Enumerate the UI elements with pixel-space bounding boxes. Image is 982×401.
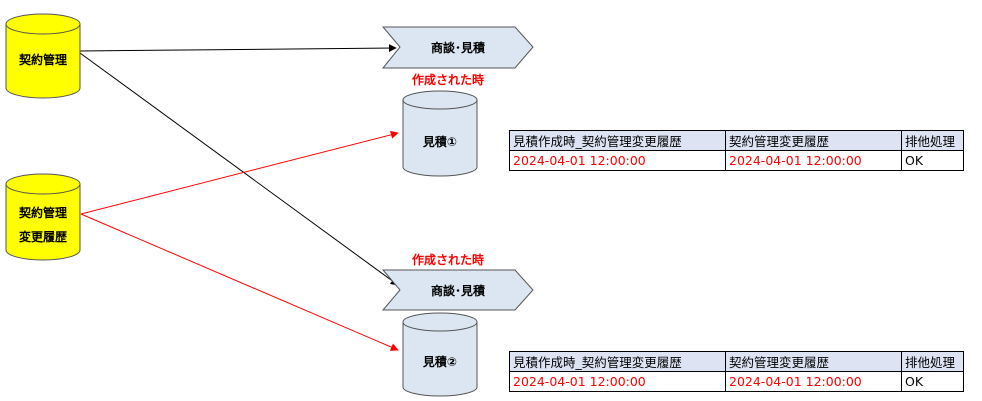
cell-estimate-history-time: 2024-04-01 12:00:00 <box>509 371 726 392</box>
table-row: 2024-04-01 12:00:00 2024-04-01 12:00:00 … <box>509 150 964 171</box>
cell-contract-history-time: 2024-04-01 12:00:00 <box>725 150 902 171</box>
cell-contract-history-time: 2024-04-01 12:00:00 <box>725 371 902 392</box>
arrow-contract-to-nego1 <box>79 44 397 53</box>
estimate-2-label: 見積② <box>422 354 457 369</box>
contract-history-cylinder: 契約管理 変更履歴 <box>5 173 81 261</box>
header-contract-history: 契約管理変更履歴 <box>725 351 902 372</box>
estimate-2-history-table: 見積作成時_契約管理変更履歴 契約管理変更履歴 排他処理 2024-04-01 … <box>509 351 964 392</box>
negotiation-process-2-label: 商談･見積 <box>431 283 486 298</box>
header-exclusive-control: 排他処理 <box>901 130 964 151</box>
created-annotation-2: 作成された時 <box>412 252 484 267</box>
estimate-1-label: 見積① <box>422 134 457 149</box>
contract-history-label-line1: 契約管理 <box>18 205 67 220</box>
cell-estimate-history-time: 2024-04-01 12:00:00 <box>509 150 726 171</box>
negotiation-process-1: 商談･見積 <box>381 26 534 69</box>
header-estimate-history: 見積作成時_契約管理変更履歴 <box>509 351 726 372</box>
header-estimate-history: 見積作成時_契約管理変更履歴 <box>509 130 726 151</box>
arrow-contract-to-nego2 <box>79 52 399 286</box>
table-header-row: 見積作成時_契約管理変更履歴 契約管理変更履歴 排他処理 <box>509 351 964 372</box>
arrow-history-to-estimate1 <box>80 130 399 215</box>
contract-management-label: 契約管理 <box>18 52 67 67</box>
arrow-history-to-estimate2 <box>80 213 399 351</box>
negotiation-process-1-label: 商談･見積 <box>431 40 486 55</box>
negotiation-process-2: 商談･見積 <box>381 269 534 311</box>
estimate-2-cylinder: 見積② <box>402 312 478 397</box>
table-header-row: 見積作成時_契約管理変更履歴 契約管理変更履歴 排他処理 <box>509 130 964 151</box>
contract-management-cylinder: 契約管理 <box>5 13 81 99</box>
cell-exclusive-result: OK <box>901 371 964 392</box>
header-contract-history: 契約管理変更履歴 <box>725 130 902 151</box>
estimate-1-history-table: 見積作成時_契約管理変更履歴 契約管理変更履歴 排他処理 2024-04-01 … <box>509 130 964 171</box>
created-annotation-1: 作成された時 <box>412 72 484 87</box>
header-exclusive-control: 排他処理 <box>901 351 964 372</box>
table-row: 2024-04-01 12:00:00 2024-04-01 12:00:00 … <box>509 371 964 392</box>
cell-exclusive-result: OK <box>901 150 964 171</box>
contract-history-label-line2: 変更履歴 <box>19 229 67 244</box>
estimate-1-cylinder: 見積① <box>402 90 478 177</box>
